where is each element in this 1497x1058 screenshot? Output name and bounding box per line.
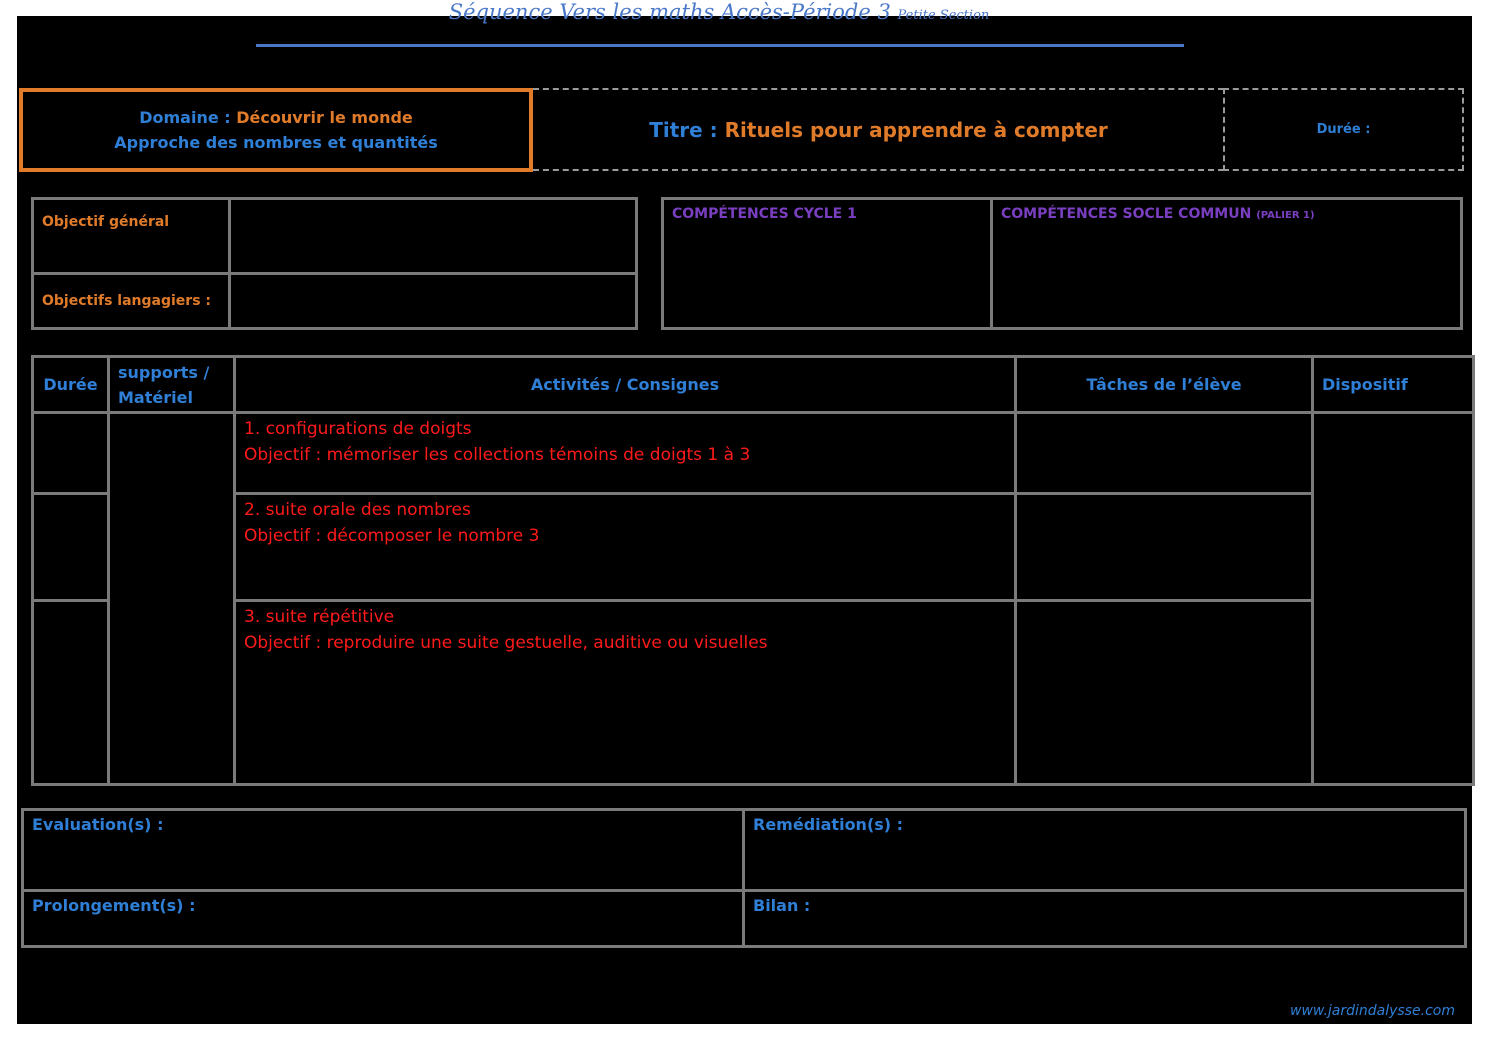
activity-3-objective: Objectif : reproduire une suite gestuell… [244, 633, 768, 653]
supports-cell[interactable] [107, 411, 236, 786]
objectif-general-value[interactable] [228, 197, 638, 275]
duree-box: Durée : [1223, 88, 1464, 171]
taches-cell[interactable] [1014, 599, 1314, 786]
titre-label: Titre : [649, 117, 718, 142]
activity-1-objective: Objectif : mémoriser les collections tém… [244, 445, 751, 465]
duree-cell[interactable] [31, 411, 110, 495]
objectives-table: Objectif général Objectifs langagiers : [31, 197, 638, 330]
duree-cell[interactable] [31, 599, 110, 786]
competences-socle-label: COMPÉTENCES SOCLE COMMUN [1001, 206, 1252, 222]
activity-2-objective: Objectif : décomposer le nombre 3 [244, 526, 540, 546]
objectif-general-label: Objectif général [31, 197, 231, 275]
table-row: 1. configurations de doigts Objectif : m… [31, 411, 1475, 786]
domain-box: Domaine : Découvrir le monde Approche de… [19, 88, 533, 172]
title-underline [256, 44, 1184, 47]
titre-value: Rituels pour apprendre à compter [724, 117, 1108, 142]
document-title: Séquence Vers les maths Accès-Période 3 … [255, 2, 1183, 30]
objectifs-langagiers-label: Objectifs langagiers : [31, 272, 231, 330]
remediation-cell[interactable]: Remédiation(s) : [742, 808, 1467, 892]
title-small: Petite Section [897, 8, 990, 23]
header-activites: Activités / Consignes [233, 355, 1017, 414]
activity-3-title: 3. suite répétitive [244, 607, 395, 627]
domain-value: Découvrir le monde [236, 108, 413, 127]
header-supports: supports / Matériel [107, 355, 236, 414]
activities-table: Durée supports / Matériel Activités / Co… [31, 355, 1475, 786]
competences-socle-cell: COMPÉTENCES SOCLE COMMUN (PALIER 1) [990, 197, 1463, 330]
header-taches: Tâches de l’élève [1014, 355, 1314, 414]
title-box: Titre : Rituels pour apprendre à compter [533, 88, 1224, 171]
evaluation-cell[interactable]: Evaluation(s) : [21, 808, 745, 892]
dispositif-cell[interactable] [1311, 411, 1475, 786]
table-row: 3. suite répétitive Objectif : reproduir… [31, 599, 1474, 786]
competences-socle-sub: (PALIER 1) [1256, 210, 1315, 221]
activity-cell-3: 3. suite répétitive Objectif : reproduir… [233, 599, 1017, 786]
domain-line: Domaine : Découvrir le monde [139, 105, 413, 130]
bilan-cell[interactable]: Bilan : [742, 889, 1467, 948]
header-duree: Durée [31, 355, 110, 414]
title-main: Séquence Vers les maths Accès-Période 3 [448, 2, 891, 24]
header-dispositif: Dispositif [1311, 355, 1475, 414]
activity-cell-1: 1. configurations de doigts Objectif : m… [233, 411, 1017, 495]
activity-2-title: 2. suite orale des nombres [244, 500, 471, 520]
objectifs-langagiers-value[interactable] [228, 272, 638, 330]
taches-cell[interactable] [1014, 492, 1314, 602]
activity-1-title: 1. configurations de doigts [244, 419, 472, 439]
taches-cell[interactable] [1014, 411, 1314, 495]
duree-cell[interactable] [31, 492, 110, 602]
prolongement-cell[interactable]: Prolongement(s) : [21, 889, 745, 948]
footer-link[interactable]: www.jardindalysse.com [1290, 1003, 1455, 1019]
domain-label: Domaine : [139, 108, 237, 127]
activity-cell-2: 2. suite orale des nombres Objectif : dé… [233, 492, 1017, 602]
competences-table: COMPÉTENCES CYCLE 1 COMPÉTENCES SOCLE CO… [661, 197, 1463, 330]
domain-sub: Approche des nombres et quantités [114, 133, 438, 152]
evaluation-table: Evaluation(s) : Remédiation(s) : Prolong… [21, 808, 1467, 948]
duree-label: Durée : [1316, 122, 1371, 137]
table-row: 2. suite orale des nombres Objectif : dé… [31, 492, 1474, 602]
competences-cycle-label: COMPÉTENCES CYCLE 1 [661, 197, 993, 330]
